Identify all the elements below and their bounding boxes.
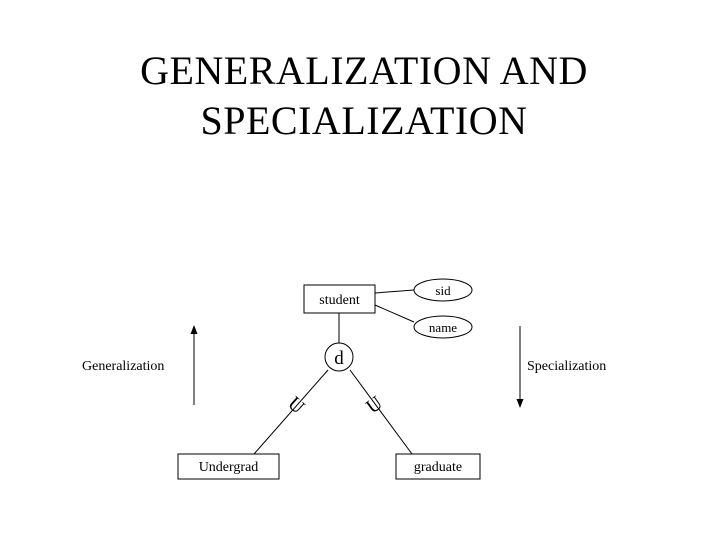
generalization-label: Generalization [82, 359, 164, 374]
arrow-up-icon [190, 325, 198, 405]
entity-graduate-label: graduate [414, 460, 462, 475]
arrow-down-icon [516, 326, 524, 408]
line-d-graduate [349, 369, 413, 455]
disjoint-label: d [334, 348, 344, 369]
attribute-sid-label: sid [435, 283, 451, 298]
attribute-name-label: name [429, 320, 457, 335]
subset-symbol-right: U [362, 392, 387, 419]
specialization-label: Specialization [527, 359, 606, 374]
entity-undergrad [177, 453, 280, 480]
attribute-name [413, 315, 473, 339]
title-line-1: GENERALIZATION AND [140, 48, 588, 93]
entity-student-label: student [319, 293, 360, 308]
slide-title: GENERALIZATION AND SPECIALIZATION [0, 46, 728, 146]
line-student-sid [374, 289, 415, 294]
entity-student [303, 284, 376, 314]
line-d-undergrad [253, 369, 329, 455]
entity-undergrad-label: Undergrad [199, 460, 259, 475]
attribute-sid [413, 278, 473, 302]
entity-graduate [395, 453, 481, 480]
title-line-2: SPECIALIZATION [200, 98, 528, 143]
line-student-name [374, 304, 415, 323]
disjoint-circle [324, 342, 354, 372]
